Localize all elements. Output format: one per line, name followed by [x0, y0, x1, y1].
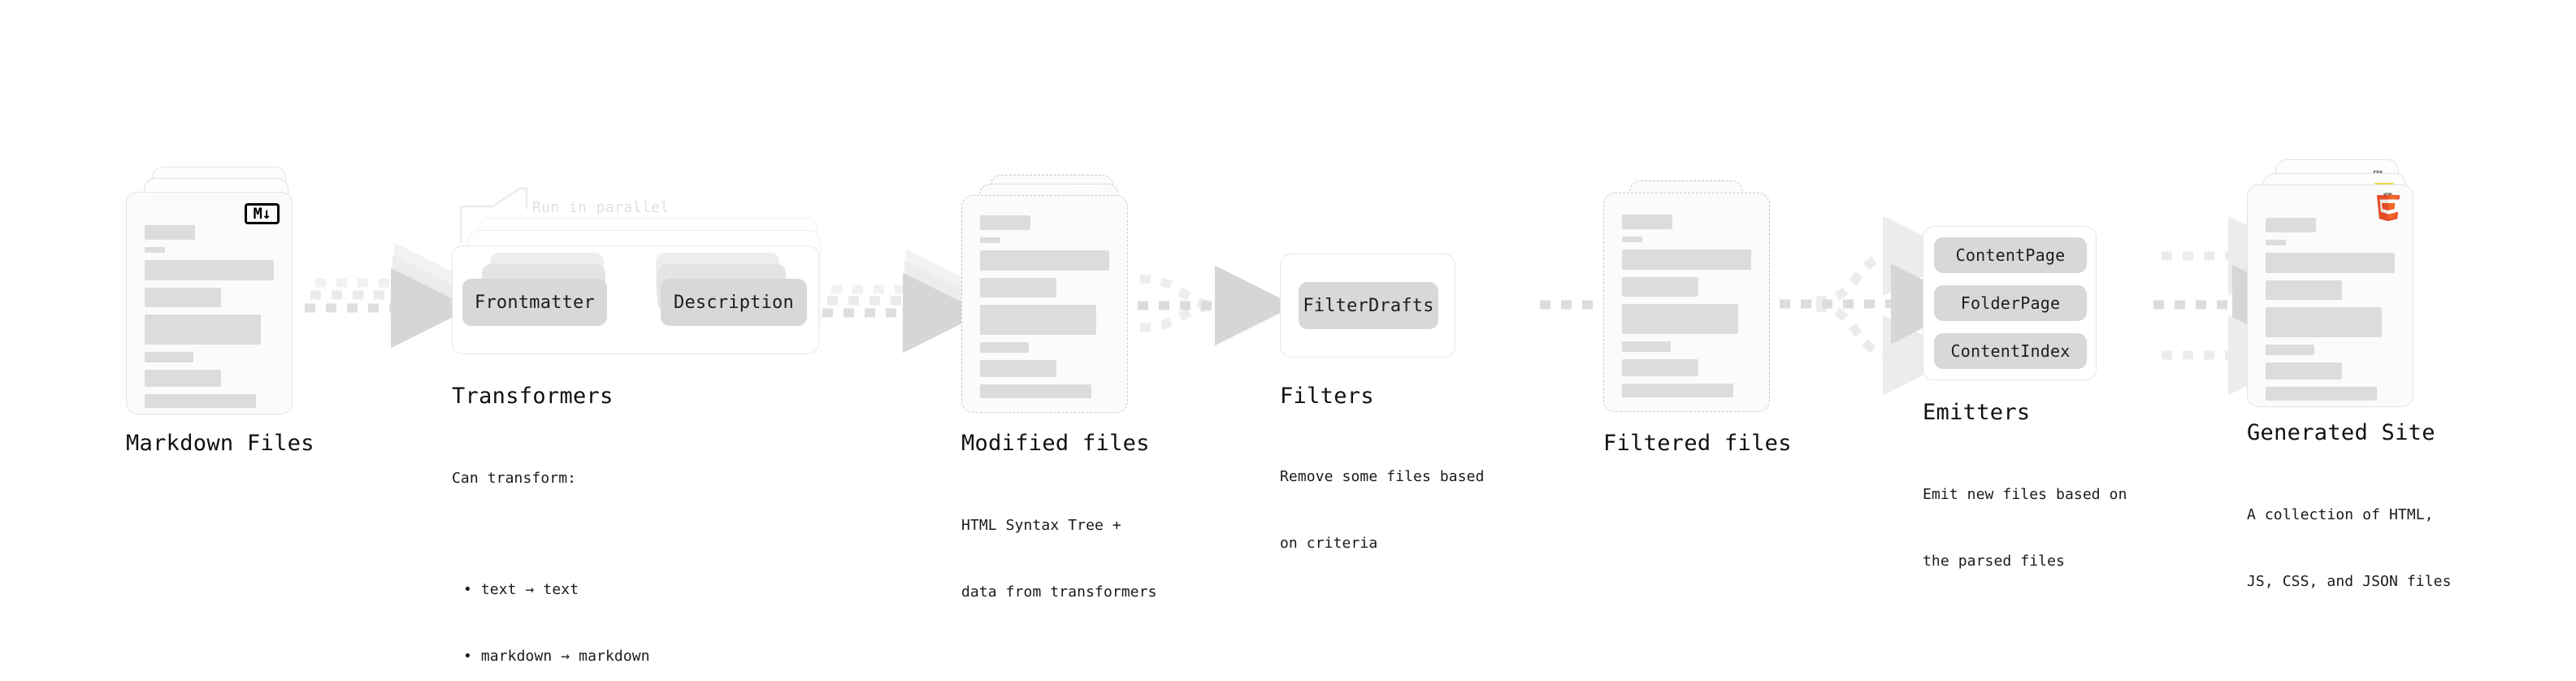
markdown-sheet-front: M↓ [126, 192, 293, 414]
stage-title-modified-files: Modified files [961, 431, 1150, 456]
arrow-transformers-to-modified [822, 249, 987, 354]
modified-files-description: HTML Syntax Tree + data from transformer… [961, 470, 1157, 648]
content-bar [980, 250, 1109, 271]
transformer-pill-description[interactable]: Description [661, 279, 807, 326]
content-bar [145, 370, 221, 387]
generated-site-desc-line-1: A collection of HTML, [2247, 505, 2434, 523]
content-bar [1622, 215, 1672, 229]
content-bar [980, 215, 1030, 230]
arrow-markdown-to-transformers [305, 242, 475, 349]
content-bar [1622, 341, 1672, 352]
emitters-pill-folderpage[interactable]: FolderPage [1934, 285, 2087, 321]
emitters-desc-line-1: Emit new files based on [1923, 485, 2127, 503]
emitters-group-box: ContentPage FolderPage ContentIndex [1923, 226, 2097, 380]
content-bar [2266, 218, 2316, 232]
content-bar [980, 305, 1097, 335]
content-bar [145, 225, 195, 240]
content-bar [145, 352, 194, 362]
transformers-intro: Can transform: [452, 469, 577, 487]
content-bar [1622, 359, 1698, 376]
content-bar [145, 260, 274, 280]
arrow-filtered-to-emitters-split [1780, 215, 1971, 396]
filters-desc-line-2: on criteria [1280, 534, 1378, 552]
filtered-sheet-front [1603, 193, 1770, 412]
transformers-description: Can transform: • text → text • markdown … [452, 423, 650, 681]
generated-site-description: A collection of HTML, JS, CSS, and JSON … [2247, 459, 2452, 637]
content-bar [1622, 384, 1733, 397]
markdown-badge-icon: M↓ [245, 203, 280, 224]
content-bar [145, 288, 221, 307]
content-bar [145, 314, 262, 345]
modified-files-desc-line-2: data from transformers [961, 583, 1157, 601]
emitters-pill-contentpage[interactable]: ContentPage [1934, 237, 2087, 273]
modified-sheet-content [980, 215, 1109, 406]
filters-pill-filterdrafts[interactable]: FilterDrafts [1299, 282, 1438, 329]
filters-description: Remove some files based on criteria [1280, 421, 1485, 599]
content-bar [2266, 240, 2286, 245]
run-in-parallel-label: Run in parallel [532, 199, 670, 216]
content-bar [2266, 345, 2315, 355]
content-bar [2266, 280, 2342, 300]
filtered-files-card-stack [1603, 180, 1790, 424]
modified-files-card-stack [961, 175, 1148, 419]
filters-group-box: FilterDrafts [1280, 254, 1455, 358]
markdown-sheet-content [145, 225, 274, 415]
content-bar [2266, 362, 2342, 380]
site-sheet-front: HTML [2247, 184, 2413, 407]
stage-title-markdown-files: Markdown Files [126, 431, 314, 456]
content-bar [1622, 304, 1739, 334]
generated-site-card-stack: CSS HTML [2247, 159, 2434, 411]
content-bar [2266, 307, 2383, 337]
transformers-bullet-list: • text → text • markdown → markdown • ht… [452, 534, 650, 681]
content-bar [2266, 387, 2377, 401]
arrow-emitters-to-site [2153, 215, 2313, 396]
emitters-description: Emit new files based on the parsed files [1923, 439, 2127, 617]
arrow-modified-to-filters-merge [1138, 265, 1295, 346]
content-bar [145, 394, 256, 408]
content-bar [1622, 249, 1751, 270]
stage-title-filters: Filters [1280, 384, 1374, 409]
markdown-badge-label: M↓ [253, 204, 271, 223]
transformer-pill-frontmatter[interactable]: Frontmatter [462, 279, 607, 326]
stage-title-emitters: Emitters [1923, 400, 2031, 425]
filtered-sheet-content [1622, 215, 1751, 405]
content-bar [1622, 277, 1698, 297]
modified-files-desc-line-1: HTML Syntax Tree + [961, 516, 1121, 534]
emitters-desc-line-2: the parsed files [1923, 552, 2065, 570]
transformers-bullet-1: • text → text [463, 580, 579, 598]
stage-title-transformers: Transformers [452, 384, 614, 409]
content-bar [1622, 236, 1642, 242]
modified-sheet-front [961, 195, 1128, 413]
content-bar [980, 360, 1056, 377]
html5-badge-icon: HTML [2376, 193, 2400, 222]
site-sheet-content [2266, 218, 2395, 408]
transformers-bullet-2: • markdown → markdown [463, 647, 650, 665]
stage-title-generated-site: Generated Site [2247, 420, 2435, 445]
markdown-files-card-stack: M↓ [126, 167, 313, 414]
content-bar [2266, 253, 2395, 273]
filters-desc-line-1: Remove some files based [1280, 467, 1485, 485]
transformers-group-box: Frontmatter Description [452, 245, 819, 354]
content-bar [980, 384, 1091, 398]
emitters-pill-contentindex[interactable]: ContentIndex [1934, 333, 2087, 369]
content-bar [980, 278, 1056, 297]
content-bar [980, 237, 1000, 243]
generated-site-desc-line-2: JS, CSS, and JSON files [2247, 572, 2452, 590]
content-bar [980, 342, 1030, 353]
stage-title-filtered-files: Filtered files [1603, 431, 1792, 456]
content-bar [145, 247, 165, 253]
